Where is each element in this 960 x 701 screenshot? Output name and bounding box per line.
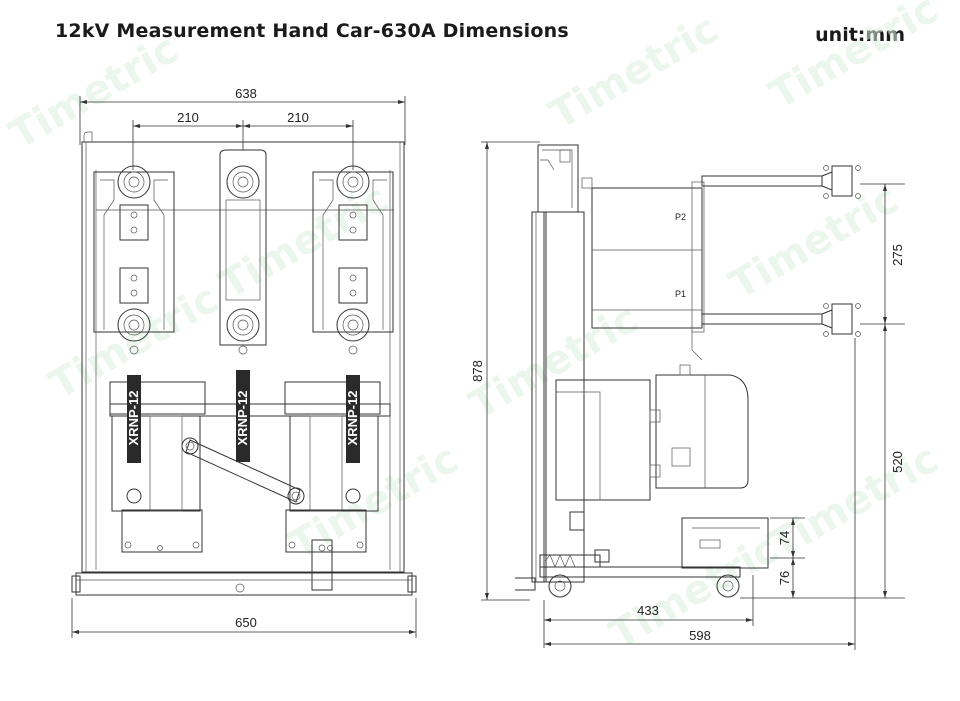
contact-top-left	[117, 165, 151, 355]
label-p1: P1	[675, 289, 686, 299]
fuse-left-label: XRNP-12	[126, 391, 141, 446]
watermark-3: Timetric	[212, 176, 396, 309]
dim-275: 275	[890, 244, 905, 266]
dim-598: 598	[689, 628, 711, 643]
page-title: 12kV Measurement Hand Car-630A Dimension…	[55, 20, 569, 42]
watermark-7: Timetric	[722, 176, 906, 309]
watermark-10: Timetric	[762, 0, 946, 119]
dim-433: 433	[637, 603, 659, 618]
fuse-middle-label: XRNP-12	[235, 391, 250, 446]
fuse-right	[346, 375, 360, 463]
watermark-layer: Timetric Timetric Timetric Timetric Time…	[2, 0, 946, 659]
watermark-6: Timetric	[462, 296, 646, 429]
dim-74: 74	[777, 531, 792, 545]
unit-label: unit:mm	[815, 24, 905, 46]
dim-76: 76	[777, 571, 792, 585]
contact-top-right	[336, 165, 370, 355]
label-p2: P2	[675, 212, 686, 222]
fuse-right-label: XRNP-12	[345, 391, 360, 446]
watermark-5: Timetric	[542, 6, 726, 139]
watermark-1: Timetric	[2, 26, 186, 159]
dim-878: 878	[470, 360, 485, 382]
dim-638: 638	[235, 86, 257, 101]
fuse-left	[127, 375, 141, 463]
watermark-9: Timetric	[762, 436, 946, 569]
contact-top-middle	[226, 165, 260, 355]
dim-520: 520	[890, 451, 905, 473]
dim-210-left: 210	[177, 110, 199, 125]
front-view: 638 210 210	[71, 86, 417, 638]
dim-650: 650	[235, 615, 257, 630]
side-view: 878 P2 P1 275	[470, 141, 905, 650]
watermark-4: Timetric	[282, 436, 466, 569]
dim-210-right: 210	[287, 110, 309, 125]
fuse-middle	[236, 370, 250, 462]
